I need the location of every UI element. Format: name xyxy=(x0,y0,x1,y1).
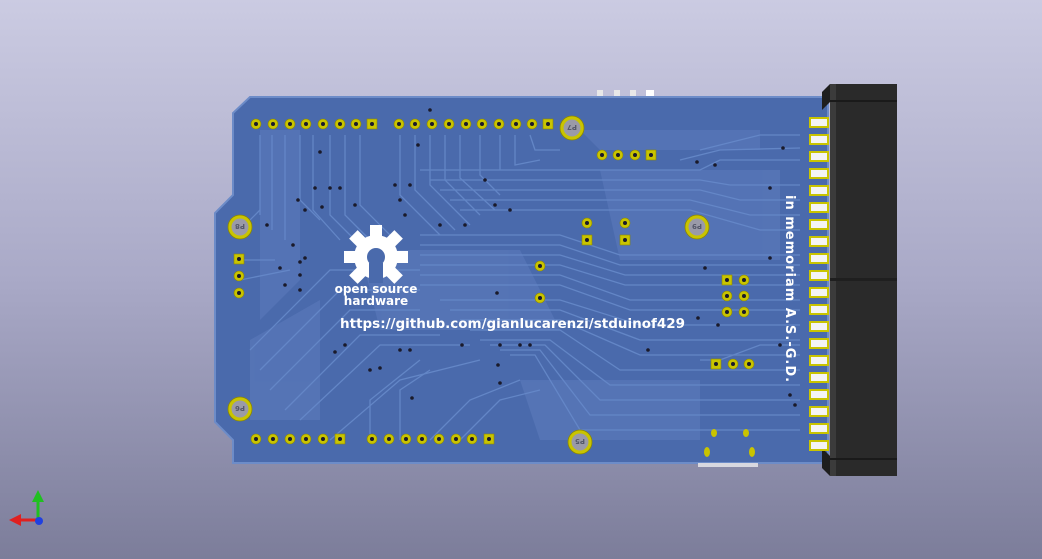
hole-label-p8: P8 xyxy=(235,222,245,230)
copper-traces xyxy=(239,134,801,441)
oshw-text-line1: open source xyxy=(335,282,418,296)
header-row-top-left xyxy=(250,118,378,130)
usb-footprint xyxy=(698,429,758,467)
memorial-text: in memoriam A.S.-G.D. xyxy=(782,195,797,383)
header-right-2x3 xyxy=(721,274,750,318)
header-right-3pin xyxy=(710,358,755,370)
oshw-logo-icon xyxy=(344,225,408,284)
hole-label-p5: P5 xyxy=(575,437,585,445)
vias xyxy=(265,108,797,407)
header-row-bottom-right xyxy=(366,433,495,445)
repository-url-text: https://github.com/gianlucarenzi/stduino… xyxy=(340,316,685,332)
header-row-top-right xyxy=(393,118,554,130)
edge-connector-pins xyxy=(809,117,829,451)
hole-label-p7: P7 xyxy=(567,123,577,131)
mounting-hole-p7: P7 xyxy=(559,115,585,141)
axis-gizmo[interactable] xyxy=(9,490,44,526)
mounting-hole-p8: P8 xyxy=(227,214,253,240)
middle-pads xyxy=(534,217,631,304)
axis-y-arrow xyxy=(32,490,44,520)
axis-x-arrow xyxy=(9,514,38,526)
mounting-hole-p5: P5 xyxy=(567,429,593,455)
oshw-text-line2: hardware xyxy=(344,294,408,308)
header-row-bottom-left xyxy=(250,433,346,445)
top-side-components xyxy=(597,90,654,96)
mounting-hole-p9: P9 xyxy=(684,214,710,240)
hole-label-p9: P9 xyxy=(692,222,702,230)
axis-z-arrow xyxy=(35,517,43,525)
header-4pin xyxy=(596,149,657,161)
edge-connector xyxy=(822,84,897,476)
header-left-3pin xyxy=(233,253,245,299)
mounting-hole-p6: P6 xyxy=(227,396,253,422)
hole-label-p6: P6 xyxy=(235,404,245,412)
